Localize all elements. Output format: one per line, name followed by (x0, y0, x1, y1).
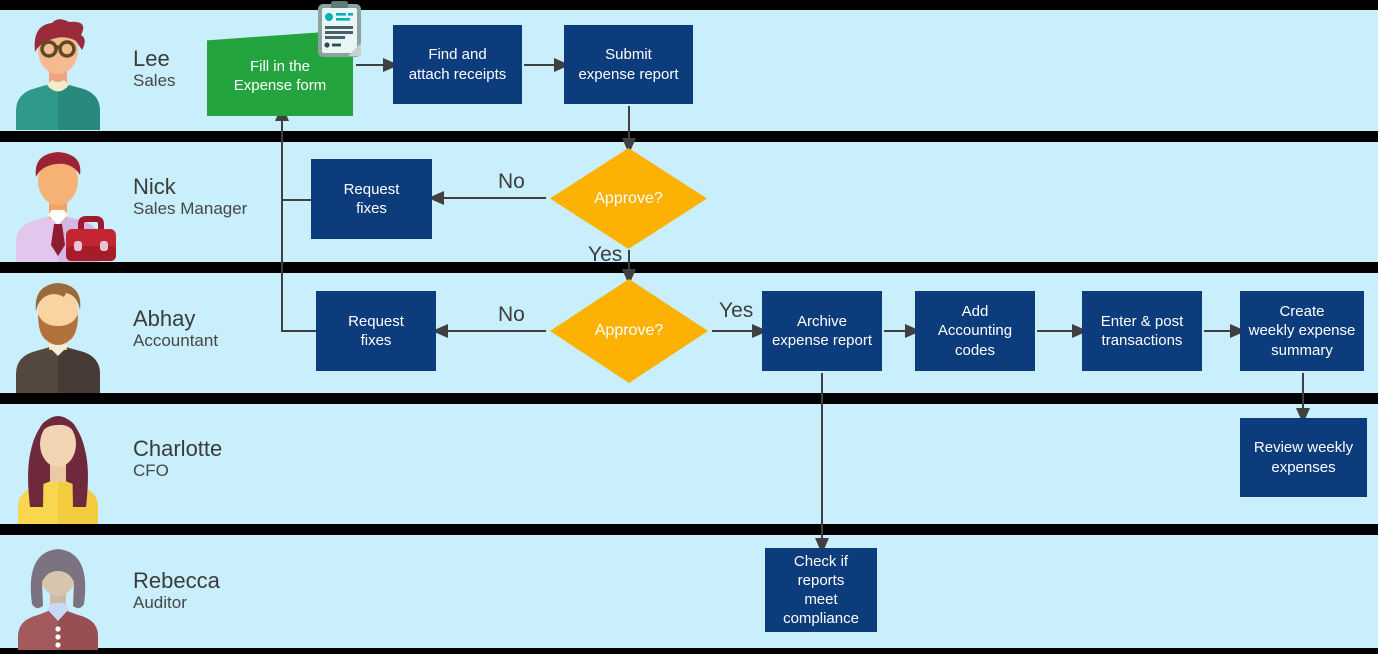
node-create-weekly-summary: Create weekly expense summary (1240, 291, 1364, 371)
node-submit-expense-report: Submit expense report (564, 25, 693, 104)
lane-cfo (0, 404, 1378, 524)
label-approve2-no: No (498, 303, 525, 326)
node-add-accounting-codes: Add Accounting codes (915, 291, 1035, 371)
person-lee: Lee Sales (133, 46, 176, 91)
person-name-label: Abhay (133, 306, 196, 331)
person-role-label: Auditor (133, 593, 187, 613)
node-review-weekly-expenses: Review weekly expenses (1240, 418, 1367, 497)
avatar-rebecca-icon (18, 549, 98, 650)
avatar-nick-icon (16, 152, 116, 262)
node-archive-expense-report: Archive expense report (762, 291, 882, 371)
person-charlotte: Charlotte CFO (133, 436, 222, 481)
node-find-attach-receipts: Find and attach receipts (393, 25, 522, 104)
avatar-charlotte-icon (18, 416, 98, 524)
expense-form-clipboard-icon (318, 1, 361, 57)
node-request-fixes-manager: Request fixes (311, 159, 432, 239)
node-check-compliance: Check if reports meet compliance (765, 548, 877, 632)
person-role-label: Accountant (133, 331, 219, 351)
person-name-label: Nick (133, 174, 176, 199)
person-abhay: Abhay Accountant (133, 306, 218, 351)
avatar-lee-icon (16, 19, 100, 130)
person-nick: Nick Sales Manager (133, 174, 247, 219)
person-name-label: Charlotte (133, 436, 223, 461)
node-enter-post-transactions: Enter & post transactions (1082, 291, 1202, 371)
person-role-label: CFO (133, 461, 169, 481)
node-request-fixes-accountant: Request fixes (316, 291, 436, 371)
lane-auditor (0, 535, 1378, 648)
label-approve1-yes: Yes (588, 243, 623, 266)
person-role-label: Sales (133, 71, 176, 91)
label-approve1-no: No (498, 170, 525, 193)
person-name-label: Rebecca (133, 568, 220, 593)
person-name-label: Lee (133, 46, 170, 71)
person-role-label: Sales Manager (133, 199, 248, 219)
label-approve2-yes: Yes (719, 299, 754, 322)
avatar-abhay-icon (16, 283, 100, 393)
person-rebecca: Rebecca Auditor (133, 568, 220, 613)
